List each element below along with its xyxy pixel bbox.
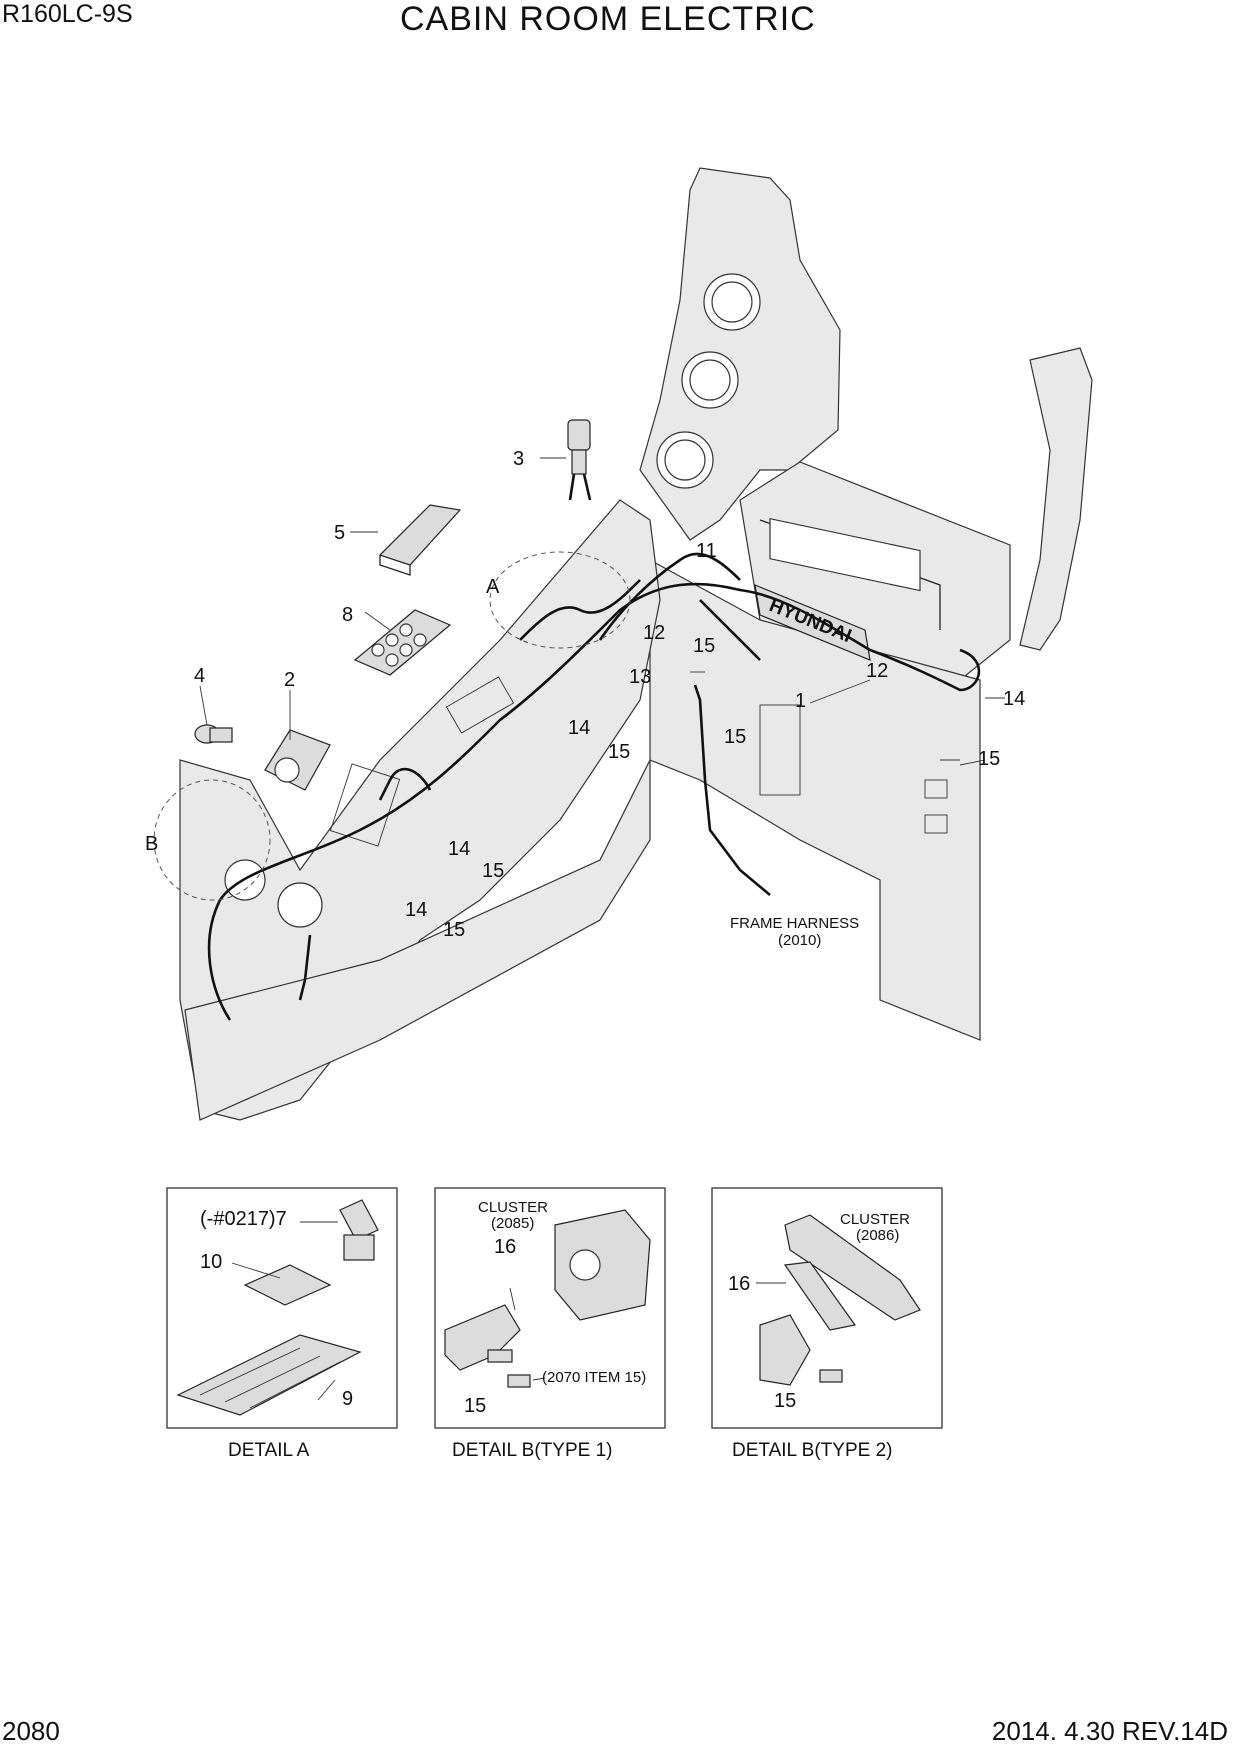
main-callouts: 1 1 2 3 4 5 8 11 12 12 13 14 14 14 14 15… (145, 448, 1025, 949)
revision-label: 2014. 4.30 REV.14D (991, 1716, 1228, 1746)
callout-12-right: 12 (866, 660, 888, 682)
detail-a-circle (489, 551, 631, 649)
part-8-switch-panel (353, 609, 452, 676)
main-wiring-harness (207, 552, 981, 1021)
detail-a-caption: DETAIL A (228, 1440, 310, 1461)
callout-15-c: 15 (724, 726, 746, 748)
callout-4: 4 (194, 665, 205, 687)
detail-b-type2: CLUSTER (2086) 16 15 DETAIL B(TYPE 2) (711, 1187, 943, 1461)
detail-b2-callout-15: 15 (774, 1390, 796, 1412)
detail-marker-b: B (145, 833, 158, 855)
callout-8: 8 (342, 604, 353, 626)
frame-harness-ref: (2010) (778, 932, 821, 949)
model-label: R160LC-9S (2, 0, 133, 28)
callout-5: 5 (334, 522, 345, 544)
detail-a-callout-9: 9 (342, 1388, 353, 1410)
detail-b1-item-ref: (2070 ITEM 15) (542, 1369, 646, 1386)
detail-a-serial-label: (-#0217)7 (200, 1208, 287, 1230)
callout-15-a: 15 (693, 635, 715, 657)
part-5-tray (378, 504, 462, 576)
callout-15-e: 15 (443, 919, 465, 941)
part-4-socket (194, 724, 233, 744)
part-2-switch-box (264, 729, 331, 791)
callout-13: 13 (629, 666, 651, 688)
callout-2: 2 (284, 669, 295, 691)
callout-1: 1 (795, 690, 806, 712)
page-title: CABIN ROOM ELECTRIC (400, 0, 816, 38)
detail-b1-cluster-ref: (2085) (491, 1215, 534, 1232)
callout-15-b: 15 (608, 741, 630, 763)
callout-15-f: 15 (978, 748, 1000, 770)
cabin-frame-illustration (179, 167, 1093, 1121)
callout-12-left: 12 (643, 622, 665, 644)
detail-a-callout-10: 10 (200, 1251, 222, 1273)
detail-b1-caption: DETAIL B(TYPE 1) (452, 1440, 612, 1461)
leader-lines (199, 457, 1005, 766)
detail-a: (-#0217)7 10 9 DETAIL A (166, 1187, 398, 1461)
detail-b2-callout-16: 16 (728, 1273, 750, 1295)
detail-b1-cluster-label: CLUSTER (478, 1199, 548, 1216)
detail-b1-callout-16: 16 (494, 1236, 516, 1258)
detail-b2-cluster-ref: (2086) (856, 1227, 899, 1244)
callout-14-b: 14 (448, 838, 470, 860)
callout-11: 11 (696, 540, 717, 562)
detail-b1-callout-15: 15 (464, 1395, 486, 1417)
detail-marker-a: A (486, 576, 500, 598)
callout-14-c: 14 (405, 899, 427, 921)
callout-14-d: 14 (1003, 688, 1025, 710)
frame-harness-wire (693, 684, 771, 896)
frame-harness-label: FRAME HARNESS (730, 915, 859, 932)
callout-15-d: 15 (482, 860, 504, 882)
detail-b2-cluster-label: CLUSTER (840, 1211, 910, 1228)
callout-14-a: 14 (568, 717, 590, 739)
detail-b-type1: CLUSTER (2085) 16 (2070 ITEM 15) 15 DETA… (434, 1187, 666, 1461)
detail-b2-caption: DETAIL B(TYPE 2) (732, 1440, 892, 1461)
detail-b-circle (153, 779, 271, 901)
callout-3-label: 3 (513, 448, 524, 470)
page-number: 2080 (2, 1716, 60, 1746)
part-3-switch (567, 419, 592, 501)
